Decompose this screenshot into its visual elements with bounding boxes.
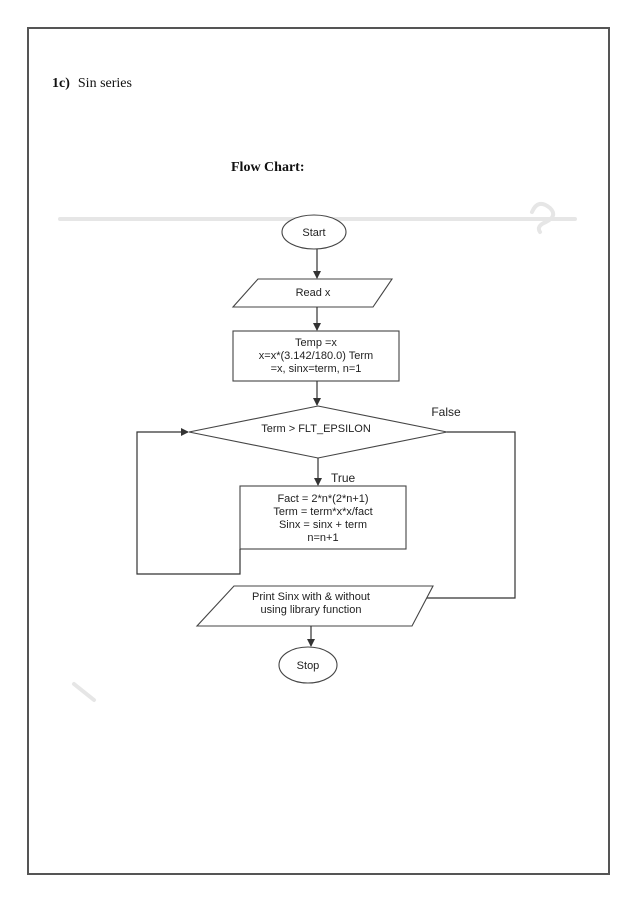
read-x-label: Read x <box>296 287 331 299</box>
stop-terminator <box>278 646 338 684</box>
heading-number: 1c) <box>52 76 70 91</box>
true-label: True <box>331 471 356 485</box>
print-output-io <box>195 585 434 627</box>
loop-line-4: n=n+1 <box>307 532 338 544</box>
init-process-box <box>232 330 400 382</box>
flowchart-title: Flow Chart: <box>231 160 305 175</box>
loop-line-3: Sinx = sinx + term <box>279 519 367 531</box>
read-x-io <box>231 278 394 308</box>
loop-body-box <box>239 485 407 550</box>
false-label: False <box>431 405 461 419</box>
loop-back-connector <box>136 428 241 575</box>
init-line-1: Temp =x <box>295 337 337 349</box>
watermark-mark <box>72 682 96 702</box>
output-line-2: using library function <box>261 604 362 616</box>
init-line-2: x=x*(3.142/180.0) Term <box>259 350 373 362</box>
stop-label: Stop <box>297 660 320 672</box>
loop-line-1: Fact = 2*n*(2*n+1) <box>277 493 368 505</box>
false-path-connector <box>413 431 516 602</box>
start-terminator <box>281 214 347 250</box>
page-border <box>27 27 610 875</box>
watermark-glyph <box>530 201 556 234</box>
decision-label: Term > FLT_EPSILON <box>261 423 371 435</box>
loop-line-2: Term = term*x*x/fact <box>273 506 372 518</box>
section-heading: 1c) Sin series <box>52 76 132 92</box>
heading-title: Sin series <box>77 76 132 91</box>
output-line-1: Print Sinx with & without <box>252 591 370 603</box>
init-line-3: =x, sinx=term, n=1 <box>271 363 362 375</box>
start-label: Start <box>302 227 325 239</box>
